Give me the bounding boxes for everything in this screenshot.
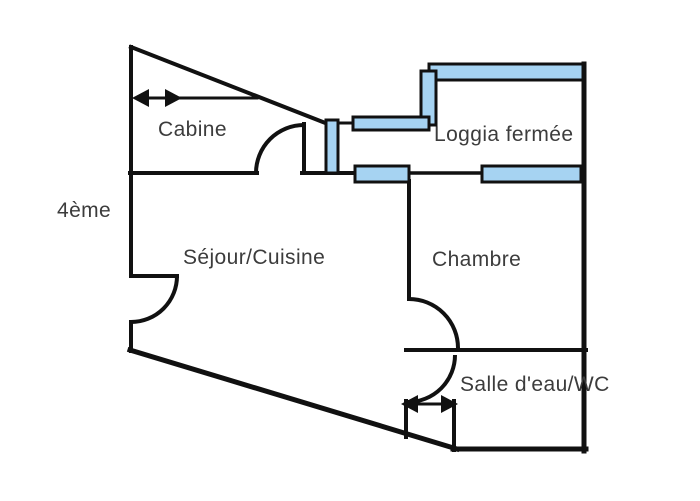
salle-eau-door-arc [407, 354, 457, 404]
room-label-salle-eau: Salle d'eau/WC [460, 373, 610, 396]
sejour-door [129, 274, 179, 324]
entrance-arrow [401, 395, 458, 413]
sejour-door-arc [130, 275, 179, 324]
outer-walls [126, 44, 589, 454]
top-diagonal-wall [128, 44, 331, 127]
cabine-arrow-left-head [132, 89, 149, 107]
window-loggia-top [427, 62, 585, 82]
interior-walls [128, 121, 588, 452]
chambre-door-arc [408, 297, 460, 349]
window-chambre-left [353, 164, 411, 184]
entrance-arrow-right-head [441, 395, 458, 413]
room-label-loggia: Loggia fermée [434, 123, 574, 146]
entrance-arrow-left-head [401, 395, 418, 413]
room-label-chambre: Chambre [432, 248, 522, 271]
bottom-diagonal-wall [126, 346, 461, 453]
cabine-arrow-right-head [165, 89, 182, 107]
cabine-width-arrow [132, 89, 259, 107]
window-cabine-vertical [324, 118, 340, 175]
cabine-door-arc [254, 123, 305, 174]
floor-label: 4ème [57, 199, 112, 222]
room-label-cabine: Cabine [158, 118, 227, 141]
window-chambre-right [480, 164, 583, 184]
room-label-sejour: Séjour/Cuisine [183, 246, 326, 269]
windows [324, 62, 585, 184]
window-corridor-top [351, 115, 431, 132]
